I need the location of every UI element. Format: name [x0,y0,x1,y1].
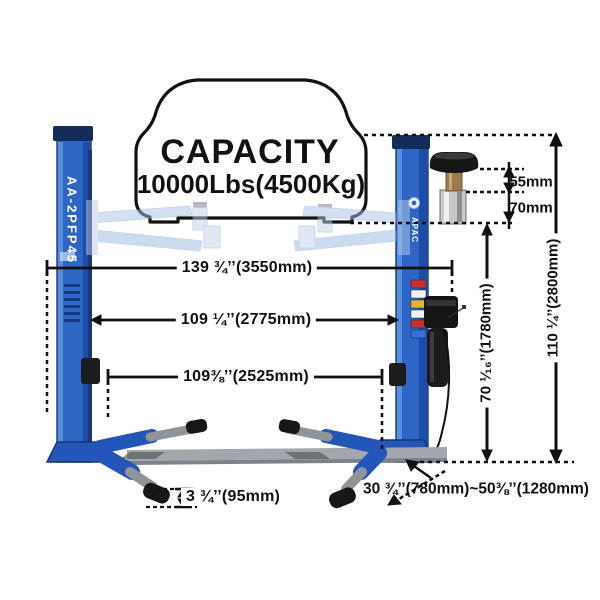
right-rear-pad [278,419,301,435]
ghost-arms-raised [86,200,410,255]
car-silhouette [134,78,368,224]
right-front-pad [329,487,356,509]
warning-stickers [410,279,427,339]
dim-lifting-height: 70 ¹⁄₁₆’’(1780mm) [477,278,495,408]
left-column-vents [64,284,80,322]
dim-adapter-55: 55mm [509,173,553,191]
dim-arm-reach-range: 30 ¾’’(780mm)~50⅜’’(1280mm) [363,480,589,498]
capacity-value: 10000Lbs(4500Kg) [136,169,366,199]
dim-pad-min-height: 3 ¾’’(95mm) [180,488,286,506]
dim-inside-width: 109 ¼’’(2775mm) [175,311,317,329]
left-carriage-lock [81,358,100,384]
model-label: AA-2PFP45 [64,175,80,265]
pad-adapter [429,152,479,225]
brand-label: APAC [410,216,419,244]
dim-overall-height: 110 ¼’’(2800mm) [544,233,562,363]
floor-plate [127,447,447,465]
capacity-title: CAPACITY [160,133,340,171]
power-unit [424,296,466,460]
left-rear-pad [185,418,208,434]
right-carriage-lock [389,363,406,386]
dim-drive-thru-width: 109⅜’’(2525mm) [178,368,314,386]
lift-arms-lowered [91,418,387,509]
dim-adapter-70: 70mm [509,199,553,217]
right-column-cap [392,135,430,149]
left-column-cap [53,126,93,141]
dim-overall-width: 139 ¾’’(3550mm) [176,259,318,277]
